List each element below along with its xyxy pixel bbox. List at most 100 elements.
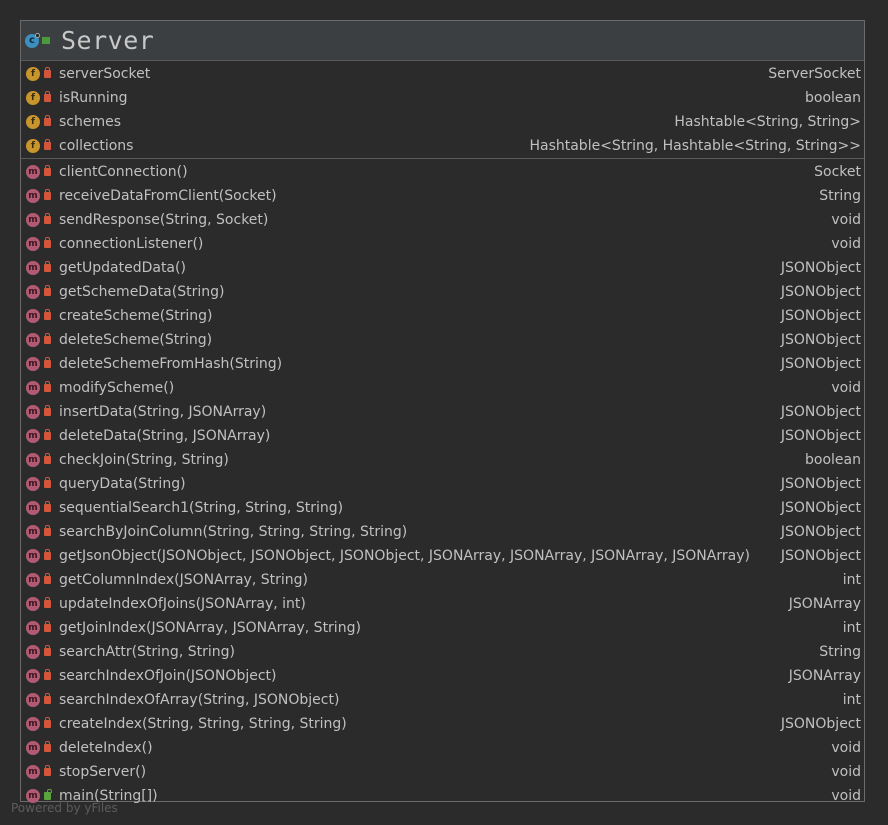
method-row-name: getSchemeData(String) [59, 284, 225, 300]
private-lock-icon [44, 213, 51, 224]
method-row-name: createIndex(String, String, String, Stri… [59, 716, 347, 732]
private-lock-icon [44, 405, 51, 416]
method-row-type: int [842, 692, 861, 708]
field-row-type: Hashtable<String, Hashtable<String, Stri… [529, 138, 861, 154]
method-row-name: getJoinIndex(JSONArray, JSONArray, Strin… [59, 620, 361, 636]
method-icon: m [26, 693, 40, 707]
method-icon: m [26, 477, 40, 491]
method-row-name: getColumnIndex(JSONArray, String) [59, 572, 308, 588]
method-icon: m [26, 765, 40, 779]
method-icon: m [26, 501, 40, 515]
private-lock-icon [44, 165, 51, 176]
method-row-type: JSONObject [780, 524, 861, 540]
private-lock-icon [44, 669, 51, 680]
method-row-name: sequentialSearch1(String, String, String… [59, 500, 344, 516]
method-icon: m [26, 237, 40, 251]
method-row-type: void [831, 236, 861, 252]
method-row-name: updateIndexOfJoins(JSONArray, int) [59, 596, 306, 612]
private-lock-icon [44, 309, 51, 320]
method-row-type: JSONObject [780, 356, 861, 372]
field-row-name: schemes [59, 114, 122, 130]
method-row-type: JSONObject [780, 500, 861, 516]
method-row-name: connectionListener() [59, 236, 204, 252]
method-icon: m [26, 741, 40, 755]
method-row-name: searchIndexOfJoin(JSONObject) [59, 668, 277, 684]
method-row-type: Socket [814, 164, 861, 180]
method-row-type: JSONObject [780, 332, 861, 348]
method-row[interactable]: m stopServer() void [21, 760, 864, 784]
method-row-name: insertData(String, JSONArray) [59, 404, 267, 420]
class-name: Server [61, 26, 155, 55]
method-icon: m [26, 309, 40, 323]
method-icon: m [26, 645, 40, 659]
private-lock-icon [44, 501, 51, 512]
method-row-type: void [831, 212, 861, 228]
method-icon: m [26, 189, 40, 203]
field-row-type: boolean [805, 90, 861, 106]
watermark: Powered by yFiles [11, 801, 118, 815]
method-row-type: void [831, 764, 861, 780]
method-row[interactable]: m connectionListener() void [21, 232, 864, 256]
method-row-type: JSONArray [788, 596, 861, 612]
class-header[interactable]: c Server [21, 21, 864, 61]
method-row-name: stopServer() [59, 764, 147, 780]
private-lock-icon [44, 765, 51, 776]
private-lock-icon [44, 693, 51, 704]
method-icon: m [26, 453, 40, 467]
private-lock-icon [44, 261, 51, 272]
private-lock-icon [44, 333, 51, 344]
private-lock-icon [44, 285, 51, 296]
method-row-name: checkJoin(String, String) [59, 452, 229, 468]
field-row-name: collections [59, 138, 134, 154]
private-lock-icon [44, 189, 51, 200]
method-row-name: getUpdatedData() [59, 260, 186, 276]
method-row-type: String [819, 188, 861, 204]
field-row-name: serverSocket [59, 66, 151, 82]
method-icon: m [26, 333, 40, 347]
method-icon: m [26, 357, 40, 371]
field-row-name: isRunning [59, 90, 128, 106]
method-row-name: getJsonObject(JSONObject, JSONObject, JS… [59, 548, 750, 564]
private-lock-icon [44, 237, 51, 248]
method-row-type: JSONObject [780, 548, 861, 564]
method-row-name: createScheme(String) [59, 308, 213, 324]
class-icon: c [25, 32, 55, 49]
method-row-name: deleteIndex() [59, 740, 153, 756]
method-row[interactable]: m sequentialSearch1(String, String, Strin… [21, 496, 864, 520]
method-row-type: String [819, 644, 861, 660]
private-lock-icon [44, 621, 51, 632]
method-icon: m [26, 573, 40, 587]
method-row-name: searchByJoinColumn(String, String, Strin… [59, 524, 408, 540]
private-lock-icon [44, 525, 51, 536]
